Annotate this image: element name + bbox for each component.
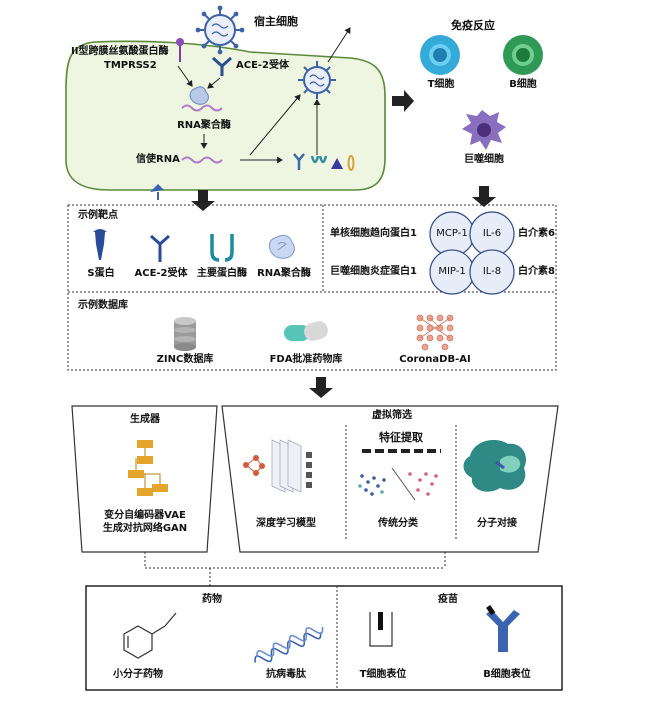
db-label-coronadb: CoronaDB-AI: [399, 354, 471, 365]
target-label-rna-polymerase: RNA聚合酶: [257, 268, 311, 279]
classic-classification-scatter: [358, 467, 438, 501]
classic-classification-label: 传统分类: [378, 518, 418, 529]
b-epitope-label: B细胞表位: [483, 669, 531, 680]
coronadb-network-icon: [416, 314, 454, 351]
antiviral-peptide-icon: [254, 626, 324, 663]
deep-learning-icon: [243, 439, 312, 493]
t-cell-label: T细胞: [427, 79, 455, 90]
generator-panel: [71, 405, 218, 553]
ace2-target-icon: [150, 234, 170, 262]
il6-full-label: 白介素6: [518, 228, 555, 239]
rna-polymerase-icon: [189, 86, 209, 105]
virus-icon-internal: [298, 61, 336, 99]
small-molecule-icon: [123, 612, 177, 659]
generator-title: 生成器: [130, 414, 160, 425]
feature-extraction-label: 特征提取: [379, 431, 423, 444]
mcp-full-label: 单核细胞趋向蛋白1: [330, 228, 417, 239]
mrna-label: 信使RNA: [136, 154, 180, 165]
arrow-db-down: [309, 377, 333, 398]
generator-tree-icon: [128, 440, 168, 496]
arrow-immune-down: [472, 186, 496, 207]
zinc-db-icon: [174, 317, 196, 351]
molecular-docking-icon: [463, 440, 527, 492]
ace2-label: ACE-2受体: [236, 60, 290, 71]
translated-proteins-icons: [293, 153, 355, 171]
immune-title: 免疫反应: [451, 19, 495, 32]
t-cell-icon: [420, 35, 460, 75]
main-protease-icon: [210, 234, 234, 262]
targets-panel: [67, 204, 557, 371]
outputs-panel: [85, 585, 563, 691]
mcp-bubble-label: MCP-1: [436, 228, 468, 239]
vaccine-title: 疫苗: [438, 594, 458, 605]
arrow-host-down: [191, 190, 215, 211]
rna-polymerase-label: RNA聚合酶: [177, 120, 231, 131]
membrane-spike-icon: [150, 184, 164, 200]
db-label-fda: FDA批准药物库: [269, 354, 343, 365]
generator-line2: 生成对抗网络GAN: [102, 523, 188, 534]
generator-line1: 变分自编码器VAE: [104, 510, 186, 521]
virus-icon-top: [195, 5, 245, 55]
macrophage-icon: [462, 110, 506, 150]
databases-title: 示例数据库: [78, 300, 128, 311]
il8-full-label: 白介素8: [518, 266, 555, 277]
docking-label: 分子对接: [477, 518, 517, 529]
tmprss2-label-line1: II型跨膜丝氨酸蛋白酶: [71, 46, 169, 57]
tmprss2-icon: [176, 38, 184, 62]
arrow-host-to-immune: [392, 90, 414, 112]
s-protein-icon: [93, 229, 107, 260]
t-cell-epitope-icon: [369, 612, 393, 647]
target-label-s-protein: S蛋白: [87, 268, 115, 279]
b-cell-epitope-icon: [486, 605, 520, 652]
mip-bubble-label: MIP-1: [438, 266, 466, 277]
host-cell-title: 宿主细胞: [254, 15, 298, 28]
screening-title: 虚拟筛选: [372, 410, 412, 421]
mip-full-label: 巨噬细胞炎症蛋白1: [330, 266, 417, 277]
il6-bubble-label: IL-6: [482, 228, 502, 239]
cytokine-bubbles: [429, 211, 515, 295]
small-molecule-label: 小分子药物: [113, 669, 163, 680]
rna-strand-lower: [181, 156, 223, 164]
drugs-title: 药物: [202, 594, 222, 605]
deep-learning-label: 深度学习模型: [256, 518, 316, 529]
connector-to-outputs: [144, 552, 446, 586]
target-label-ace2: ACE-2受体: [134, 268, 188, 279]
db-label-zinc: ZINC数据库: [156, 354, 214, 365]
macrophage-label: 巨噬细胞: [464, 154, 504, 165]
ace2-receptor-icon: [212, 56, 232, 76]
b-cell-icon: [503, 35, 543, 75]
t-epitope-label: T细胞表位: [359, 669, 407, 680]
fda-capsule-icon: [284, 321, 328, 341]
rna-strand-upper: [181, 104, 223, 112]
tmprss2-label-line2: TMPRSS2: [104, 60, 157, 71]
target-label-main-protease: 主要蛋白酶: [197, 268, 247, 279]
b-cell-label: B细胞: [509, 79, 537, 90]
screening-panel: [221, 405, 559, 553]
il8-bubble-label: IL-8: [482, 266, 502, 277]
rna-polymerase-target-icon: [268, 234, 295, 259]
targets-title: 示例靶点: [78, 210, 118, 221]
peptide-label: 抗病毒肽: [266, 669, 306, 680]
